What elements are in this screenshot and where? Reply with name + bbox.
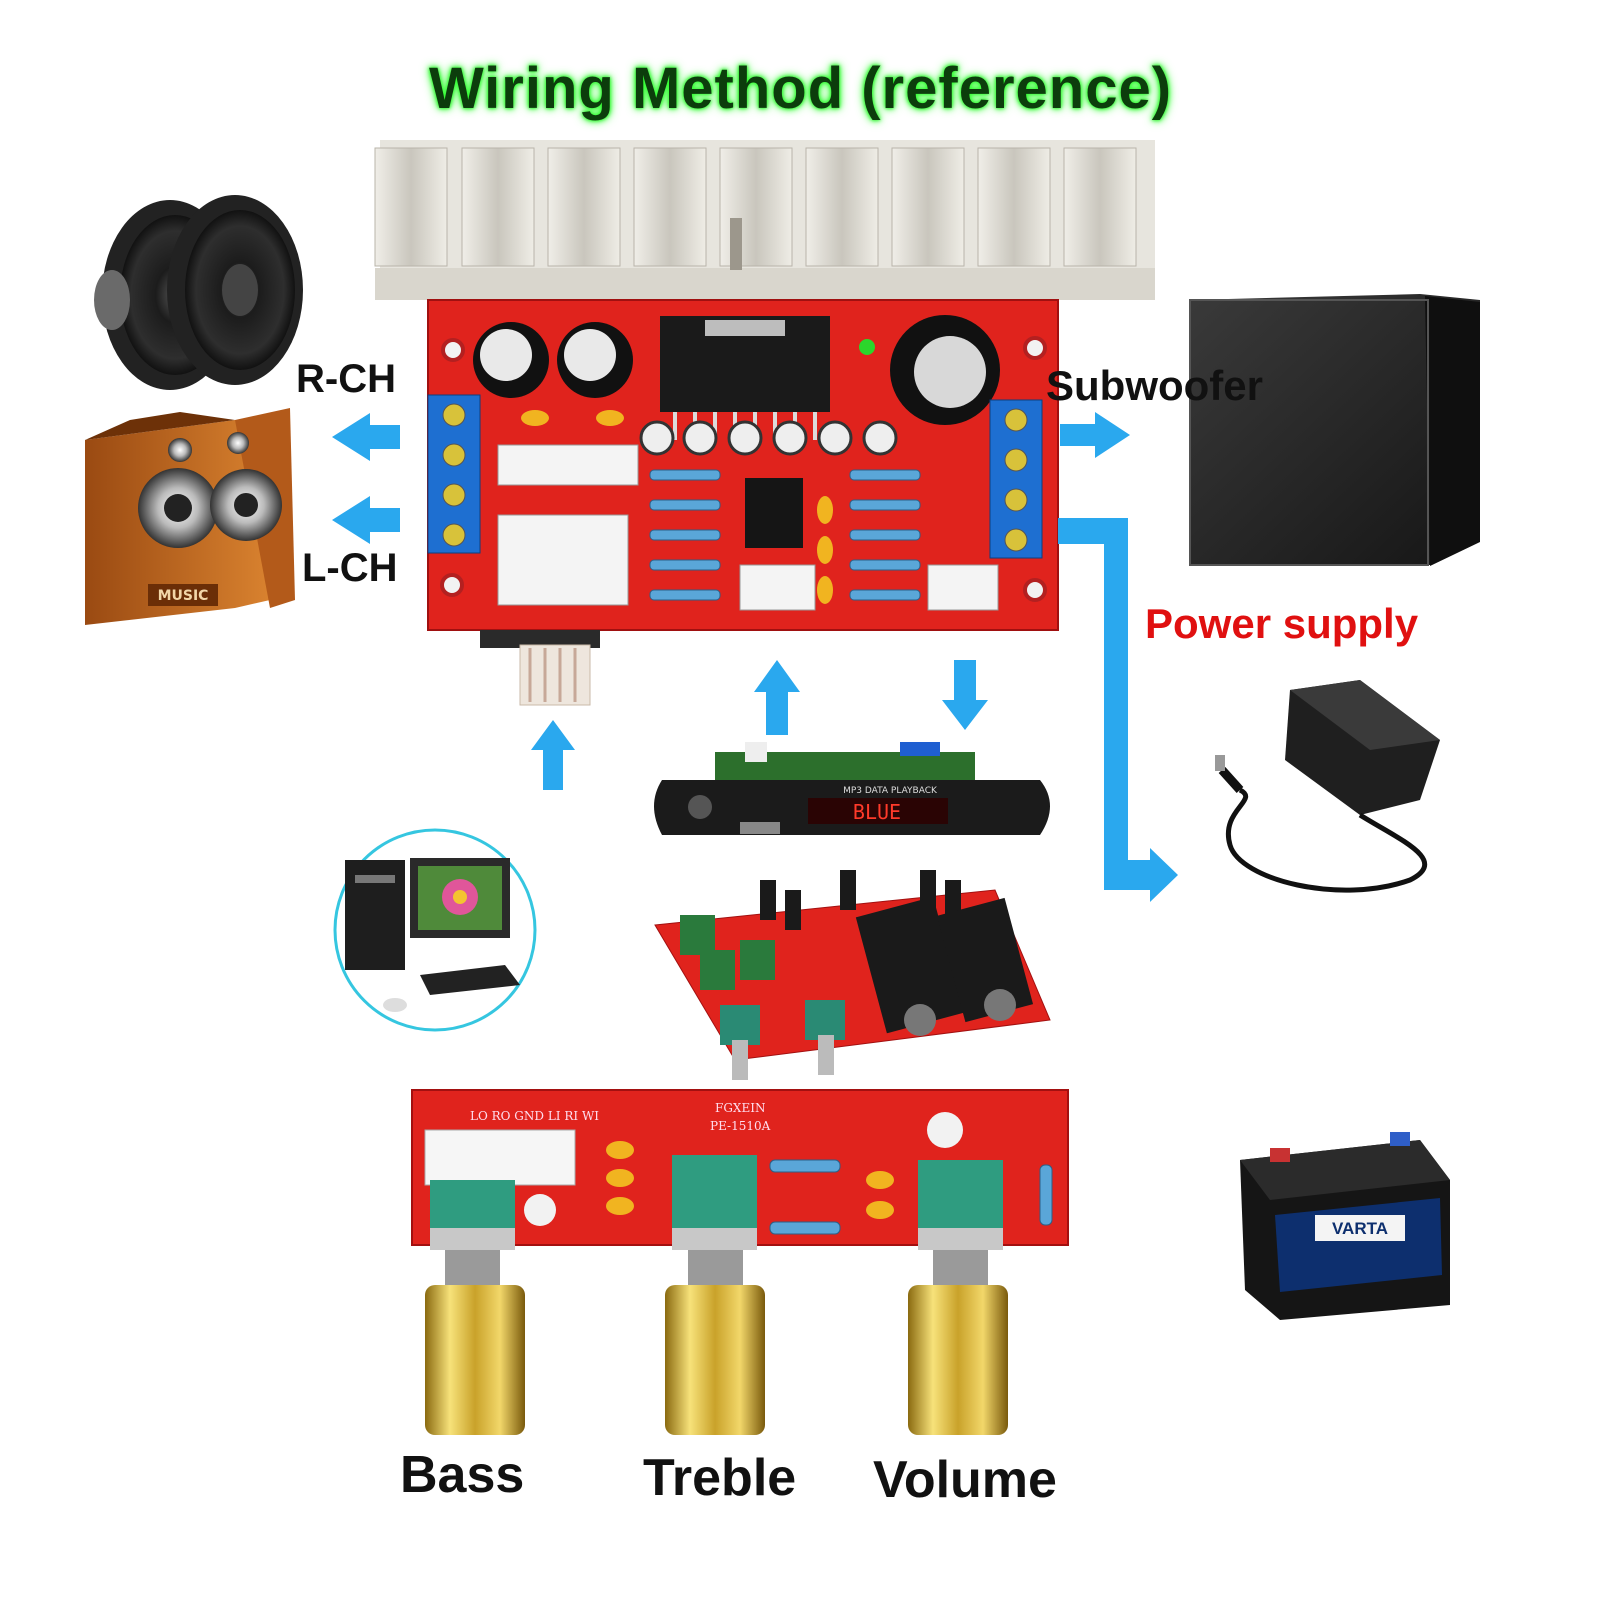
volume-pot [908, 1160, 1008, 1435]
arrow-rch [332, 413, 400, 461]
board-connectors [497, 444, 999, 611]
capacitors [473, 315, 1000, 604]
right-terminal-block [989, 399, 1043, 559]
volume-label: Volume [873, 1451, 1057, 1509]
speaker-cabinets: MUSIC [85, 408, 295, 625]
heatsink [374, 140, 1155, 300]
tone-model-1-text: FGXEIN [715, 1101, 765, 1115]
main-volume-pot [480, 630, 600, 706]
bass-pot [425, 1180, 525, 1435]
tone-header-text: LO RO GND LI RI WI [470, 1109, 599, 1123]
mp3-display-text: BLUE [853, 800, 901, 824]
amplifier-board [374, 140, 1155, 706]
speaker-badge-text: MUSIC [158, 588, 209, 604]
power-adapter [1215, 680, 1440, 893]
arrow-computer-up [531, 720, 575, 790]
power-supply-label: Power supply [1145, 600, 1419, 647]
bass-label: Bass [400, 1446, 525, 1504]
flow-arrows [332, 412, 1178, 902]
computer-icon [333, 828, 537, 1032]
arrow-lch [332, 496, 400, 544]
left-channel-label: L-CH [302, 546, 398, 590]
mp3-decoder-module: BLUE MP3 DATA PLAYBACK [654, 742, 1050, 835]
battery-brand-text: VARTA [1332, 1219, 1388, 1238]
treble-pot [665, 1155, 765, 1435]
preamp-board [654, 870, 1051, 1080]
left-terminal-block [427, 394, 481, 554]
opamp-ic [745, 478, 803, 548]
right-channel-label: R-CH [296, 357, 396, 401]
arrow-subwoofer [1060, 412, 1130, 458]
tone-control-board: LO RO GND LI RI WI FGXEIN PE-1510A [411, 1089, 1069, 1435]
car-battery: VARTA [1240, 1132, 1450, 1320]
arrow-mp3-down [942, 660, 988, 730]
mp3-module-text: MP3 DATA PLAYBACK [843, 786, 938, 796]
arrow-power-supply [1058, 518, 1178, 902]
subwoofer-box [1189, 294, 1480, 566]
tone-model-2-text: PE-1510A [710, 1119, 771, 1133]
speaker-drivers [94, 195, 303, 390]
subwoofer-label: Subwoofer [1046, 362, 1263, 409]
arrow-mp3-up [754, 660, 800, 735]
treble-label: Treble [643, 1449, 797, 1507]
diagram-title: Wiring Method (reference) [428, 56, 1173, 121]
resistors [649, 469, 921, 601]
